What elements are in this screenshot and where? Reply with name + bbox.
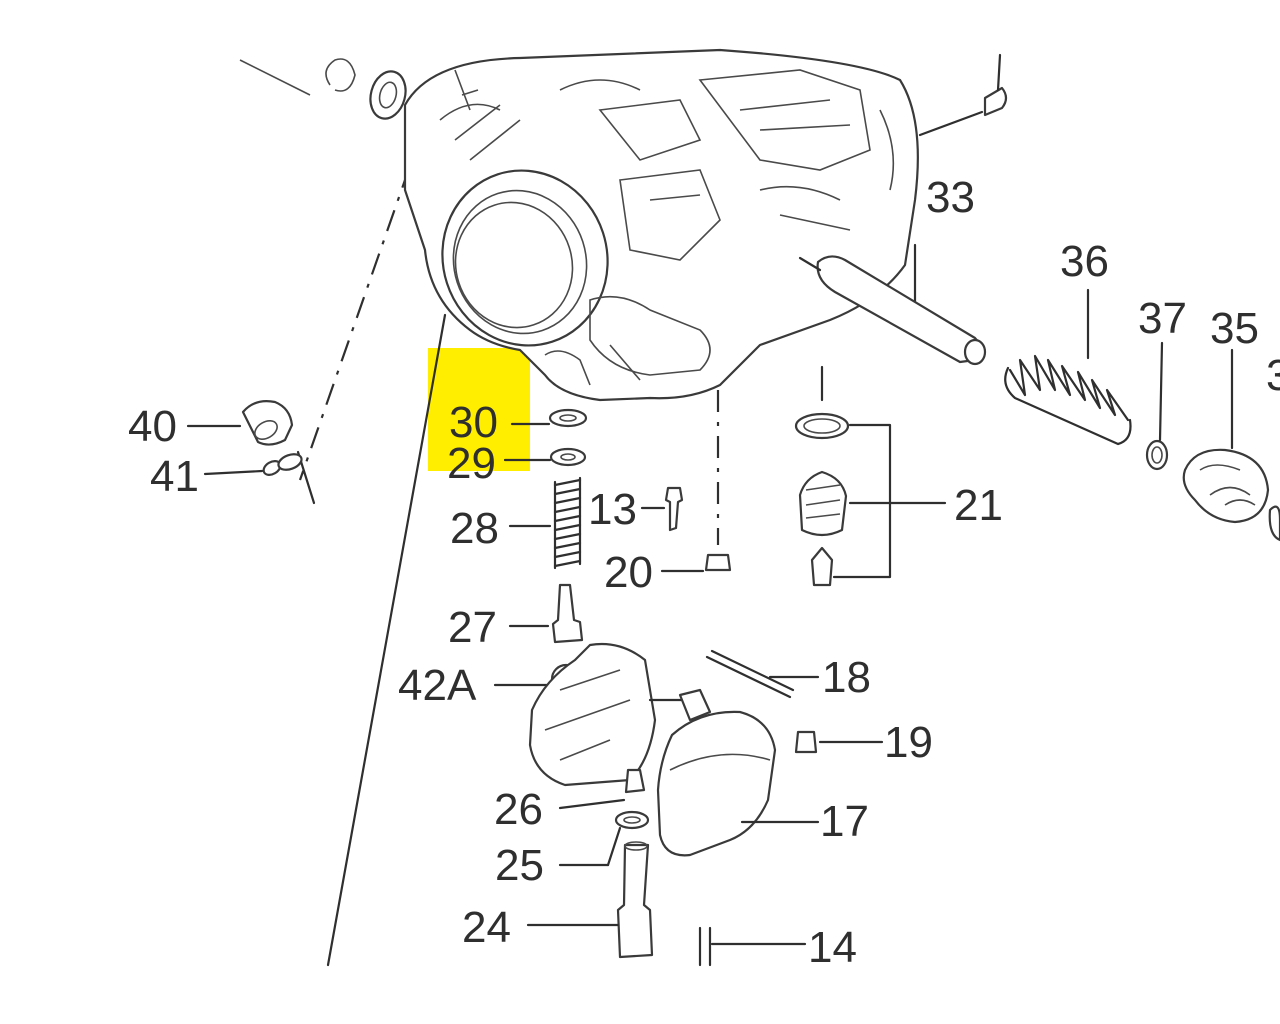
part-28-spring bbox=[508, 476, 582, 570]
part-30-washer bbox=[510, 408, 588, 428]
part-20-screw bbox=[660, 390, 732, 573]
highlight-box bbox=[428, 348, 530, 471]
part-17-float-chamber bbox=[656, 710, 820, 857]
label-13: 13 bbox=[588, 485, 637, 534]
label-40: 40 bbox=[128, 402, 177, 451]
label-29: 29 bbox=[447, 439, 496, 488]
label-36: 36 bbox=[1060, 237, 1109, 286]
part-26-jet bbox=[558, 768, 646, 810]
label-27: 27 bbox=[448, 603, 497, 652]
part-36-spring bbox=[1004, 288, 1132, 446]
label-28: 28 bbox=[450, 504, 499, 553]
part-13-screw bbox=[640, 486, 684, 532]
label-17: 17 bbox=[820, 797, 869, 846]
part-37-oring bbox=[1145, 341, 1169, 471]
float-assembly bbox=[528, 642, 712, 787]
label-3-partial: 3 bbox=[1266, 351, 1280, 400]
label-20: 20 bbox=[604, 548, 653, 597]
label-14: 14 bbox=[808, 923, 857, 972]
label-18: 18 bbox=[822, 653, 871, 702]
part-14-pin bbox=[698, 926, 807, 967]
part-27-jet bbox=[508, 583, 584, 644]
part-21-float-valve bbox=[794, 365, 947, 587]
part-19-screw bbox=[794, 730, 884, 754]
part-41-clip bbox=[203, 453, 303, 476]
part-33-throttle-shaft bbox=[798, 243, 987, 366]
centerline-main bbox=[326, 313, 447, 967]
part-25-oring bbox=[558, 810, 650, 867]
part-18-pin bbox=[705, 649, 820, 699]
part-40-cap bbox=[186, 400, 294, 446]
label-42A: 42A bbox=[398, 661, 477, 710]
label-41: 41 bbox=[150, 452, 199, 501]
label-35: 35 bbox=[1210, 304, 1259, 353]
part-29-washer bbox=[503, 447, 587, 467]
label-33: 33 bbox=[926, 173, 975, 222]
carburetor-body bbox=[239, 48, 1008, 402]
label-19: 19 bbox=[884, 718, 933, 767]
label-26: 26 bbox=[494, 785, 543, 834]
label-37: 37 bbox=[1138, 294, 1187, 343]
part-24-drain-plug bbox=[526, 841, 654, 959]
label-25: 25 bbox=[495, 841, 544, 890]
label-24: 24 bbox=[462, 903, 511, 952]
label-30: 30 bbox=[449, 398, 498, 447]
label-21: 21 bbox=[954, 481, 1003, 530]
part-35-knob bbox=[1182, 348, 1280, 542]
